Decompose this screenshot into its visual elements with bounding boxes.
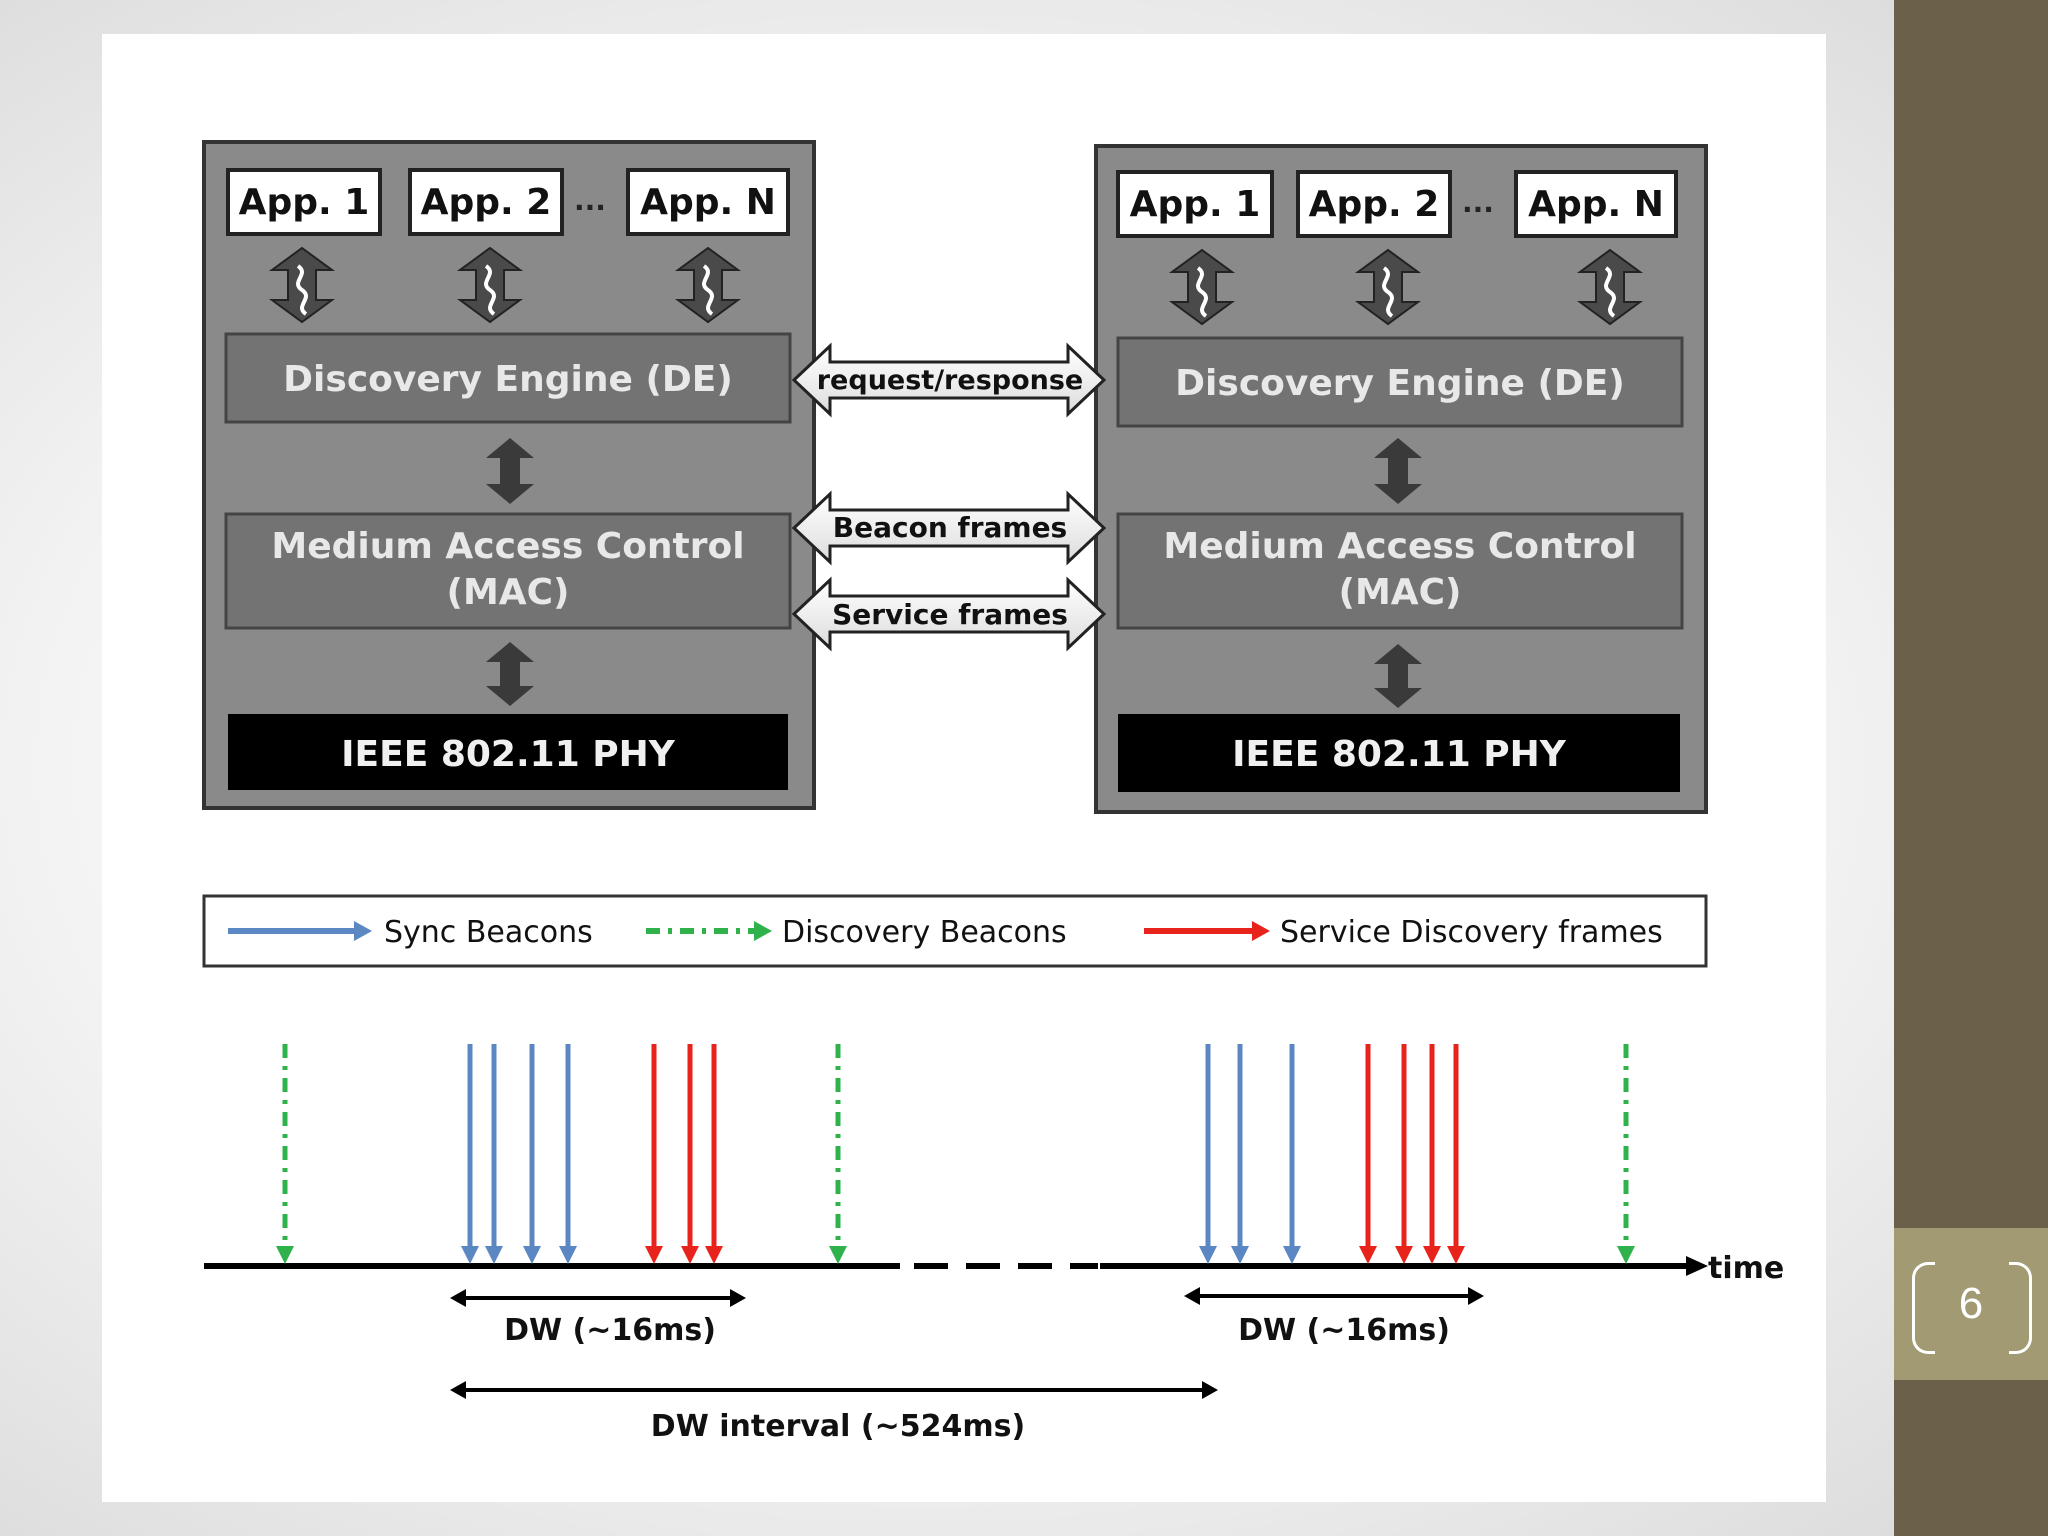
legend-box: [202, 894, 1708, 968]
phy-box: [1118, 714, 1680, 792]
mac-label: (MAC): [446, 572, 569, 613]
legend-service-label: Service Discovery frames: [1280, 915, 1663, 950]
double-arrow-icon: [791, 576, 1107, 652]
app-label: App. 2: [1309, 184, 1440, 225]
beacon-frames-label: Beacon frames: [833, 511, 1067, 544]
dw-span-arrow: [1184, 1287, 1484, 1305]
legend: Sync Beacons Discovery Beacons Service D…: [202, 894, 1708, 968]
sync-beacon-arrow: [1199, 1044, 1217, 1264]
layer-arrow-icon: [1374, 644, 1422, 708]
sync-beacon-arrow: [485, 1044, 503, 1264]
app-label: App. N: [1528, 184, 1664, 225]
timeline: time: [204, 1044, 1784, 1444]
service-frame-arrow: [681, 1044, 699, 1264]
service-frame-arrow: [1423, 1044, 1441, 1264]
discovery-beacon-arrow: [276, 1044, 294, 1264]
layer-arrow-icon: [1374, 438, 1422, 504]
node-left: App. 1 App. 2 ... App. N Discovery Engin…: [202, 140, 816, 810]
legend-discovery-swatch: [646, 921, 772, 941]
page-number: 6: [1958, 1279, 1984, 1328]
discovery-beacon-arrow: [1617, 1044, 1635, 1264]
discovery-engine-label: Discovery Engine (DE): [1175, 363, 1625, 404]
sync-beacon-arrow: [559, 1044, 577, 1264]
figure-panel: App. 1 App. 2 ... App. N Discovery Engin…: [102, 34, 1826, 1502]
service-frame-arrow: [645, 1044, 663, 1264]
app-connector-icon: [268, 246, 336, 324]
discovery-diagram: App. 1 App. 2 ... App. N Discovery Engin…: [202, 140, 1784, 1444]
app-box: [1116, 170, 1274, 238]
node-right: App. 1 App. 2 ... App. N Discovery Engin…: [1094, 144, 1708, 814]
service-frame-arrow: [1447, 1044, 1465, 1264]
double-arrow-icon: [791, 490, 1107, 566]
mac-label: (MAC): [1338, 572, 1461, 613]
layer-arrow-icon: [486, 642, 534, 706]
sync-beacon-arrow: [1283, 1044, 1301, 1264]
app-box: [1514, 170, 1678, 238]
discovery-engine-label: Discovery Engine (DE): [283, 359, 733, 400]
legend-sync-swatch: [228, 921, 372, 941]
app-connector-icon: [1354, 248, 1422, 326]
app-label: App. 1: [239, 182, 370, 223]
sync-beacon-arrow: [1231, 1044, 1249, 1264]
legend-discovery-label: Discovery Beacons: [782, 915, 1067, 950]
app-ellipsis: ...: [1462, 186, 1494, 219]
app-box: [226, 168, 382, 236]
mac-box: [1116, 512, 1684, 630]
phy-label: IEEE 802.11 PHY: [1232, 734, 1567, 775]
mac-label: Medium Access Control: [1163, 526, 1636, 567]
service-frames-label: Service frames: [832, 598, 1068, 631]
double-arrow-icon: [791, 342, 1107, 418]
legend-service-swatch: [1144, 921, 1270, 941]
dw-interval-arrow: [450, 1381, 1218, 1399]
link-beacon-frames: Beacon frames: [791, 490, 1107, 566]
service-frame-arrow: [1395, 1044, 1413, 1264]
app-label: App. N: [640, 182, 776, 223]
app-label: App. 1: [1130, 184, 1261, 225]
dw-label: DW (~16ms): [1238, 1313, 1450, 1348]
discovery-beacon-arrow: [829, 1044, 847, 1264]
phy-label: IEEE 802.11 PHY: [341, 734, 676, 775]
service-frame-arrow: [1359, 1044, 1377, 1264]
service-frame-arrow: [705, 1044, 723, 1264]
legend-sync-label: Sync Beacons: [384, 915, 593, 950]
app-connector-icon: [674, 246, 742, 324]
timeline-arrowhead-icon: [1686, 1256, 1708, 1276]
phy-box: [228, 714, 788, 790]
app-connector-icon: [1576, 248, 1644, 326]
discovery-engine-box: [224, 332, 792, 424]
app-connector-icon: [456, 246, 524, 324]
app-label: App. 2: [421, 182, 552, 223]
sync-beacon-arrow: [461, 1044, 479, 1264]
mac-label: Medium Access Control: [271, 526, 744, 567]
app-ellipsis: ...: [574, 184, 606, 217]
discovery-engine-box: [1116, 336, 1684, 428]
dw-label: DW (~16ms): [504, 1313, 716, 1348]
bracket-right-icon: [2009, 1262, 2032, 1354]
sync-beacon-arrow: [523, 1044, 541, 1264]
link-service-frames: Service frames: [791, 576, 1107, 652]
mac-box: [224, 512, 792, 630]
request-response-label: request/response: [817, 365, 1084, 396]
bracket-left-icon: [1912, 1262, 1935, 1354]
page-number-box: 6: [1894, 1228, 2048, 1380]
app-connector-icon: [1168, 248, 1236, 326]
app-box: [626, 168, 790, 236]
time-label: time: [1708, 1251, 1784, 1286]
link-request-response: request/response: [791, 342, 1107, 418]
layer-arrow-icon: [486, 438, 534, 504]
dw-interval-label: DW interval (~524ms): [651, 1409, 1025, 1444]
app-box: [408, 168, 564, 236]
dw-span-arrow: [450, 1289, 746, 1307]
app-box: [1296, 170, 1452, 238]
